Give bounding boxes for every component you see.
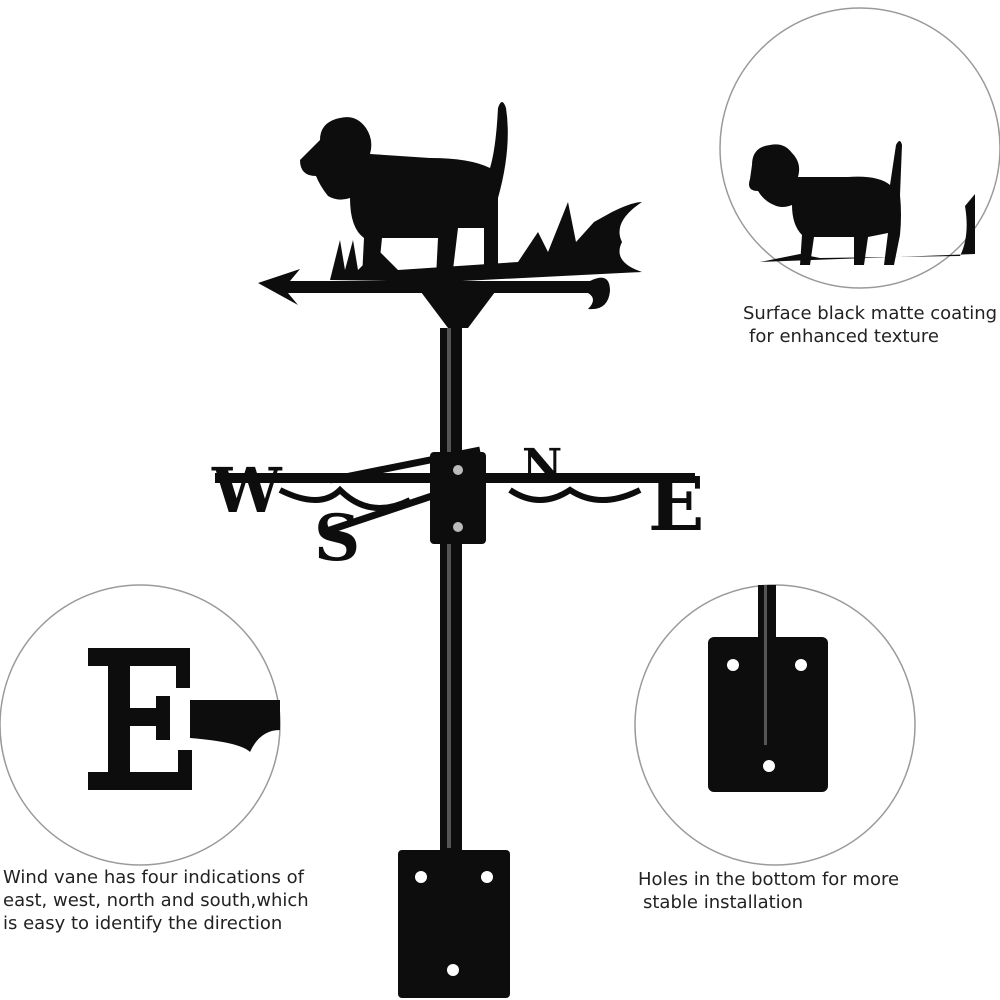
compass-letter-west: W — [211, 454, 283, 527]
compass-letter-north: N — [522, 440, 562, 491]
caption-line: Surface black matte coating — [743, 303, 998, 324]
caption-line: stable installation — [643, 892, 804, 913]
detail-circle-base-plate — [634, 584, 916, 866]
caption-holes: Holes in the bottom for more stable inst… — [638, 868, 899, 914]
dog-detail-silhouette — [749, 141, 975, 265]
weathervane — [215, 102, 695, 998]
grass-and-tail — [330, 202, 642, 282]
detail-circle-letter-e — [0, 584, 281, 866]
caption-line: Holes in the bottom for more — [638, 869, 900, 890]
caption-coating: Surface black matte coating for enhanced… — [743, 302, 997, 348]
detail-circle-coating — [719, 7, 1000, 289]
compass-letter-east: E — [648, 462, 704, 548]
caption-line: Wind vane has four indications of — [3, 867, 304, 888]
caption-line: is easy to identify the direction — [3, 913, 283, 934]
compass-letter-south: S — [314, 501, 360, 576]
letter-e-detail — [88, 648, 192, 790]
caption-line: east, west, north and south,which — [3, 890, 309, 911]
caption-line: for enhanced texture — [749, 326, 939, 347]
vane-mount — [418, 288, 498, 328]
base-plate — [398, 850, 510, 998]
dog-silhouette — [300, 102, 508, 278]
caption-directions: Wind vane has four indications of east, … — [3, 866, 309, 935]
